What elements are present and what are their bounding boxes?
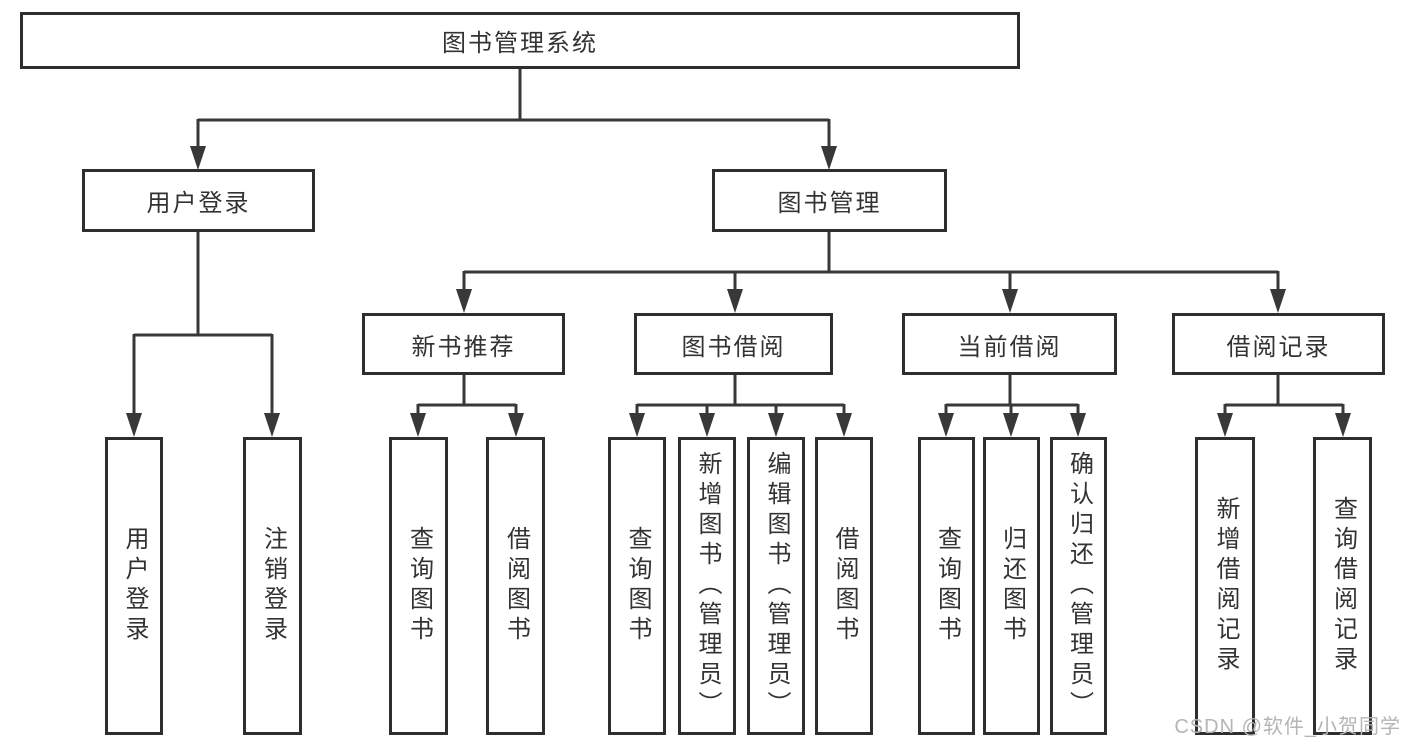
leaf-query-books-borrowing: 查询图书	[608, 437, 666, 735]
watermark: CSDN @软件_小贺同学	[1174, 716, 1401, 738]
leaf-borrow-books-recommend: 借阅图书	[486, 437, 545, 735]
leaf-borrow-books-borrowing: 借阅图书	[815, 437, 873, 735]
node-book-management: 图书管理	[712, 169, 947, 232]
node-current-borrowing: 当前借阅	[902, 313, 1117, 375]
leaf-add-books-admin: 新增图书（管理员）	[678, 437, 736, 735]
node-borrowing-records: 借阅记录	[1172, 313, 1385, 375]
node-book-borrowing: 图书借阅	[634, 313, 833, 375]
node-new-book-recommend: 新书推荐	[362, 313, 565, 375]
leaf-user-login: 用户登录	[105, 437, 163, 735]
leaf-query-books-recommend: 查询图书	[389, 437, 448, 735]
leaf-query-borrow-record: 查询借阅记录	[1313, 437, 1372, 735]
leaf-return-books: 归还图书	[983, 437, 1040, 735]
leaf-logout: 注销登录	[243, 437, 302, 735]
node-root: 图书管理系统	[20, 12, 1020, 69]
node-user-login: 用户登录	[82, 169, 315, 232]
leaf-confirm-return-admin: 确认归还（管理员）	[1050, 437, 1107, 735]
leaf-query-books-current: 查询图书	[918, 437, 975, 735]
leaf-edit-books-admin: 编辑图书（管理员）	[747, 437, 805, 735]
leaf-add-borrow-record: 新增借阅记录	[1195, 437, 1255, 735]
